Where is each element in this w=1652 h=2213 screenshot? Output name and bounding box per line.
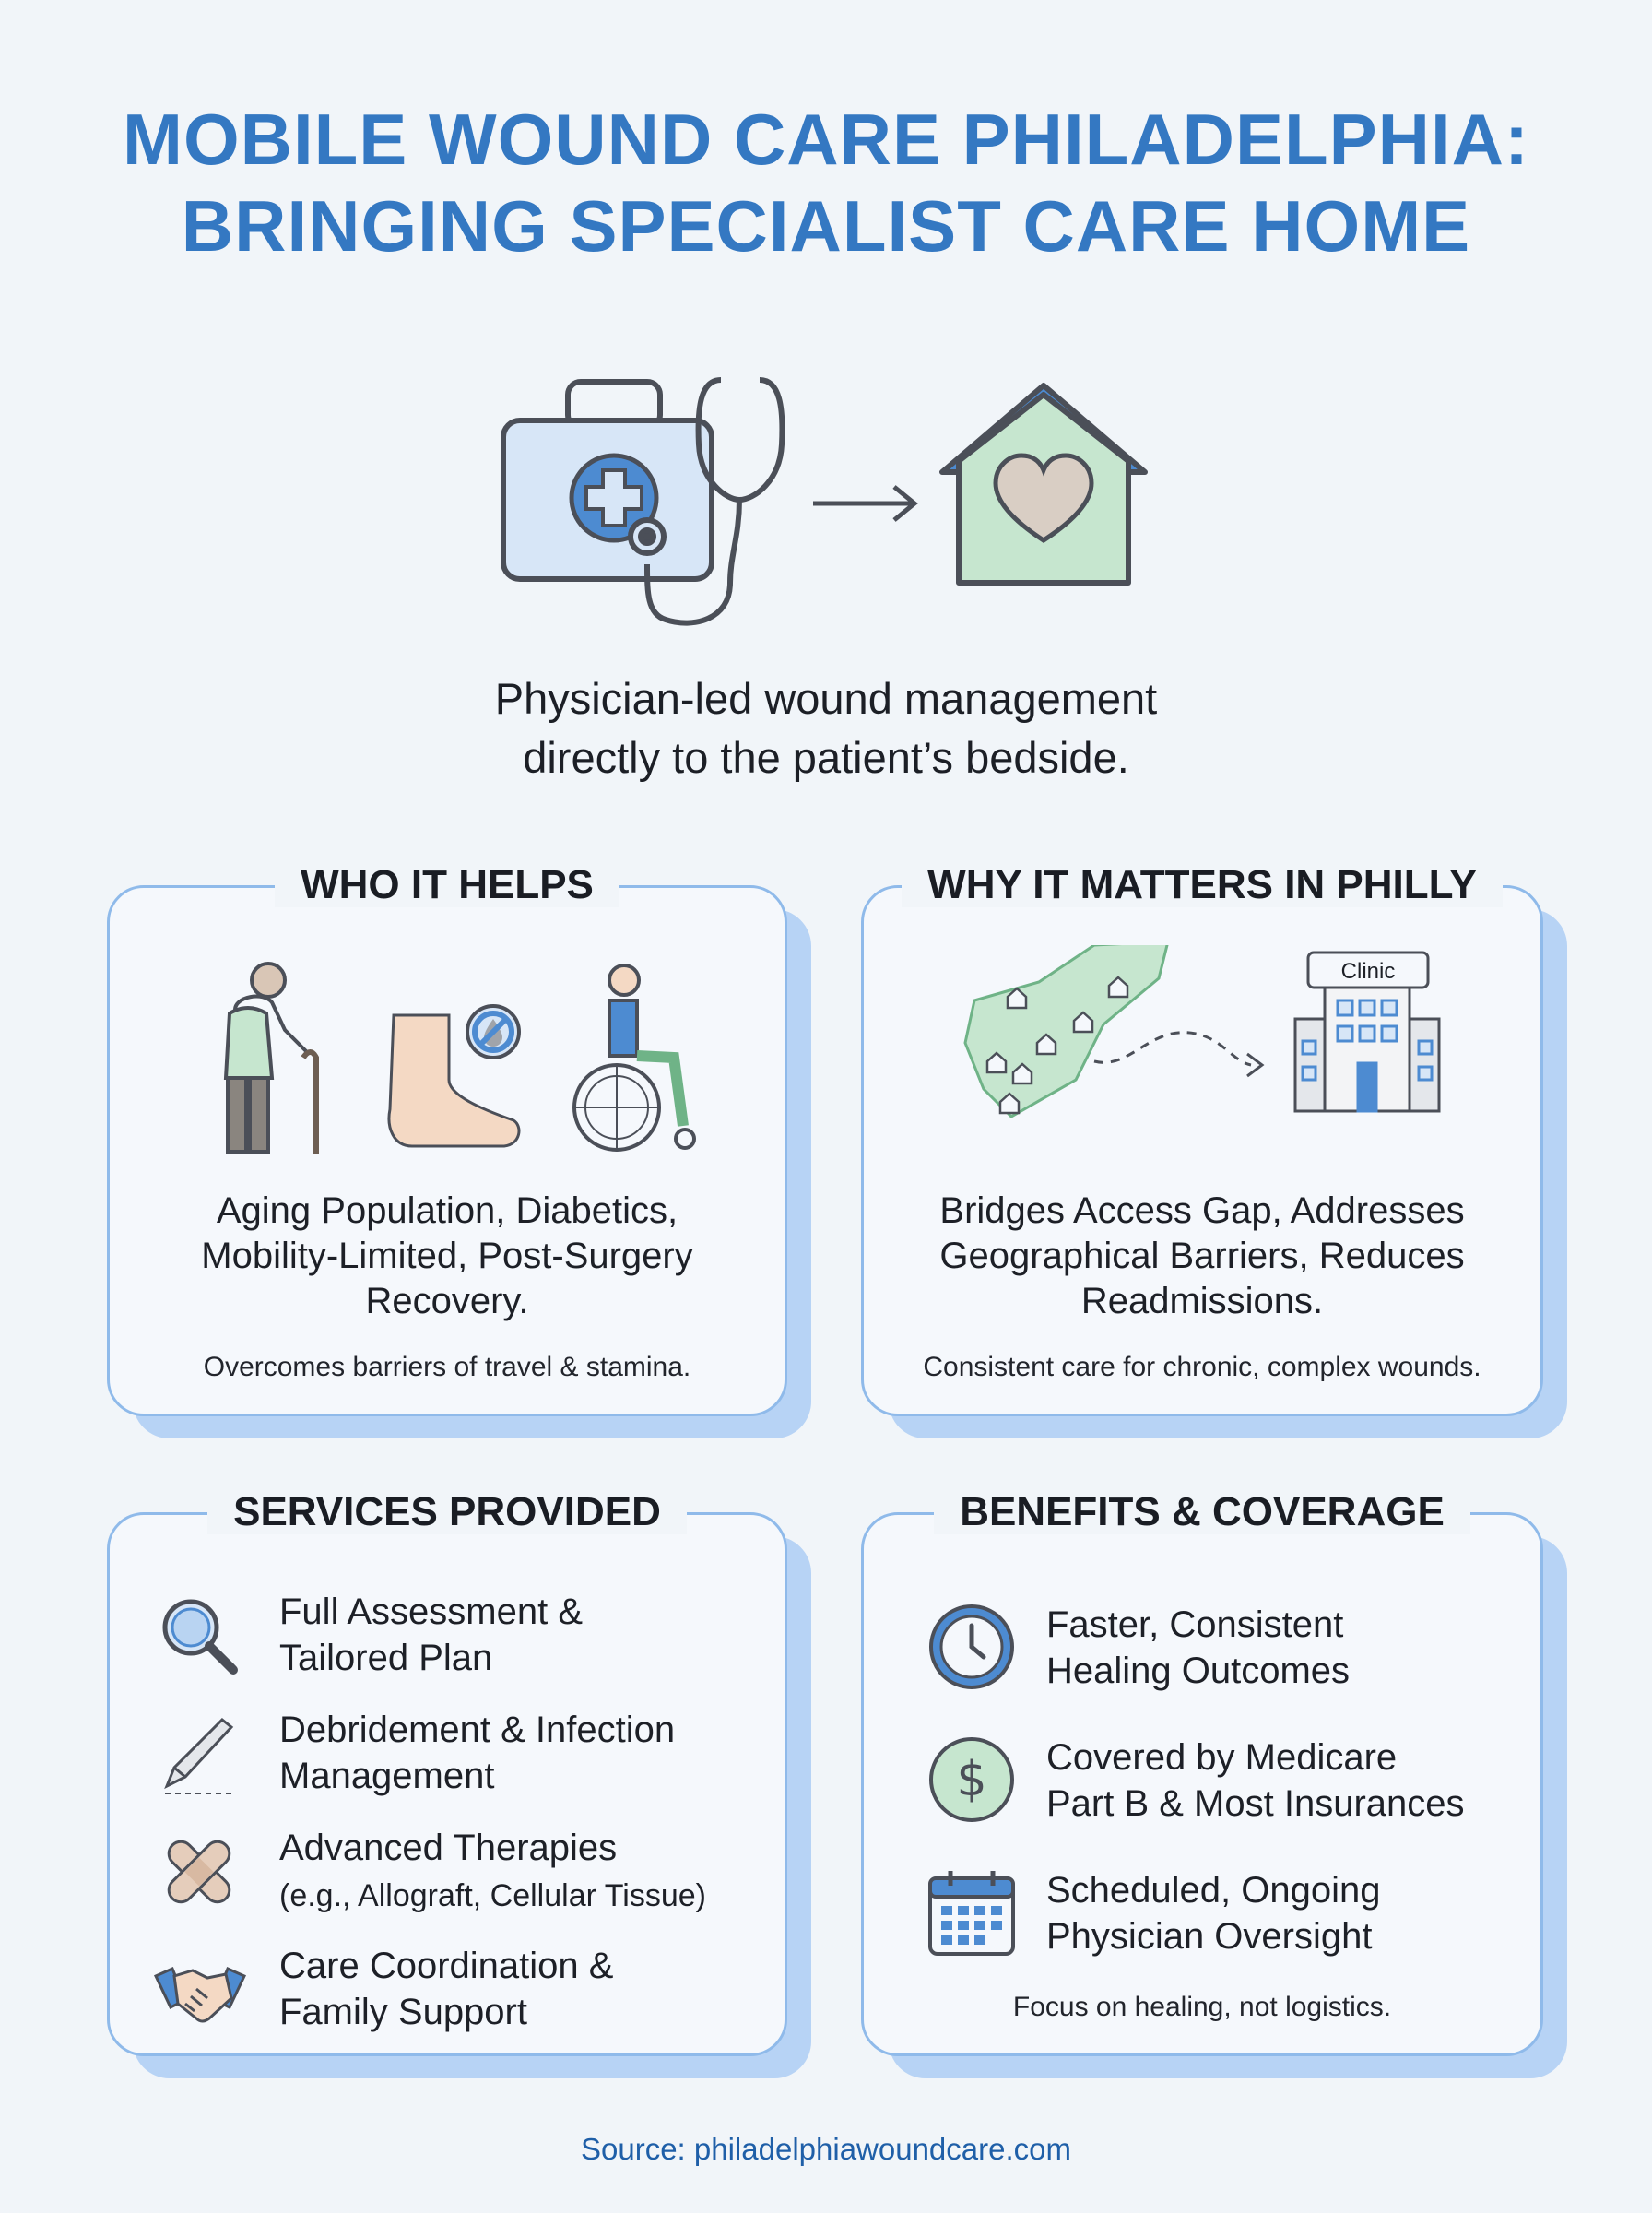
scalpel-icon <box>164 1717 235 1794</box>
who-it-helps-main-line-2: Mobility-Limited, Post-Surgery <box>201 1236 693 1276</box>
wheelchair-user-icon <box>572 964 696 1152</box>
philly-map-illustration: Clinic <box>963 945 1441 1118</box>
service-label: Care Coordination &Family Support <box>279 1946 614 2032</box>
why-it-matters-sub: Consistent care for chronic, complex wou… <box>923 1352 1481 1382</box>
services-card: SERVICES PROVIDED Full Assessment &Tailo… <box>107 1489 787 2056</box>
why-it-matters-card: WHY IT MATTERS IN PHILLY <box>861 862 1543 1416</box>
dollar-icon: $ <box>929 1737 1014 1822</box>
magnifier-icon <box>162 1599 238 1675</box>
page-title-line-1: MOBILE WOUND CARE PHILADELPHIA: <box>123 99 1529 180</box>
service-item: Advanced Therapies(e.g., Allograft, Cell… <box>110 1825 785 1926</box>
service-item: Care Coordination &Family Support <box>110 1943 785 2044</box>
who-it-helps-title: WHO IT HELPS <box>110 857 785 914</box>
bandage-icon <box>167 1840 231 1904</box>
hero-illustration <box>501 377 1148 626</box>
page-title-line-2: BRINGING SPECIALIST CARE HOME <box>181 185 1471 266</box>
svg-text:$: $ <box>956 1752 986 1807</box>
house-icons <box>985 976 1129 1115</box>
stethoscope-icon <box>628 377 785 626</box>
why-it-matters-main-line-3: Readmissions. <box>1080 1281 1324 1321</box>
handshake-icon <box>153 1967 247 2023</box>
philadelphia-map-icon <box>963 945 1169 1118</box>
service-item: Full Assessment &Tailored Plan <box>110 1589 785 1690</box>
clock-icon <box>929 1604 1014 1689</box>
benefits-sub: Focus on healing, not logistics. <box>1012 1992 1392 2022</box>
who-it-helps-card: WHO IT HELPS Aging Populati <box>107 862 787 1416</box>
clinic-label: Clinic <box>1341 959 1396 984</box>
tagline-line-1: Physician-led wound management <box>494 674 1158 723</box>
who-it-helps-illustration <box>223 962 696 1154</box>
services-title: SERVICES PROVIDED <box>110 1484 785 1541</box>
benefits-title: BENEFITS & COVERAGE <box>864 1484 1540 1541</box>
home-heart-icon <box>939 383 1148 586</box>
source-link[interactable]: Source: philadelphiawoundcare.com <box>581 2132 1071 2166</box>
calendar-icon <box>928 1871 1015 1956</box>
elderly-person-icon <box>223 962 319 1154</box>
tagline-line-2: directly to the patient’s bedside. <box>523 733 1129 782</box>
who-it-helps-main-line-3: Recovery. <box>365 1281 529 1321</box>
foot-icon <box>387 1004 521 1148</box>
why-it-matters-main-line-1: Bridges Access Gap, Addresses <box>939 1190 1465 1231</box>
service-label: Full Assessment &Tailored Plan <box>279 1592 584 1678</box>
clinic-building-icon <box>1293 951 1441 1113</box>
who-it-helps-sub: Overcomes barriers of travel & stamina. <box>203 1352 691 1382</box>
arrow-icon <box>813 485 918 522</box>
dashed-route-icon <box>1093 1031 1252 1067</box>
who-it-helps-main-line-1: Aging Population, Diabetics, <box>216 1190 678 1231</box>
service-label: Advanced Therapies(e.g., Allograft, Cell… <box>279 1828 706 1913</box>
medical-kit-icon <box>501 379 714 582</box>
why-it-matters-title: WHY IT MATTERS IN PHILLY <box>864 857 1540 914</box>
why-it-matters-main-line-2: Geographical Barriers, Reduces <box>939 1236 1465 1276</box>
